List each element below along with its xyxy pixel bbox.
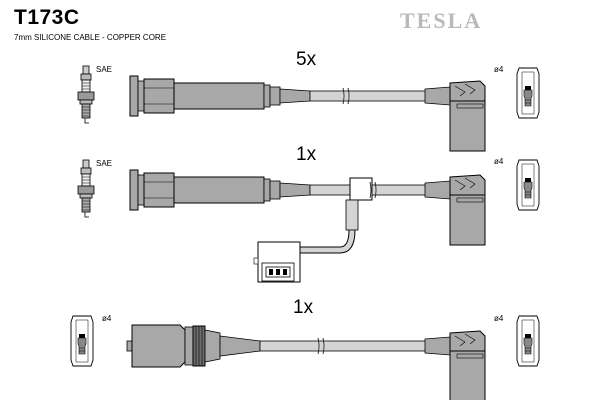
cable-icon [259,340,431,352]
junction-box-icon [349,177,373,201]
angled-boot-icon [424,174,486,246]
terminal-icon [516,159,540,211]
coil-boot-icon [126,324,261,368]
lead-row-1: SAE 5x ø4 [77,49,540,152]
lead-row-2: SAE 1x ø4 [77,144,540,283]
row-1-left-label: SAE [96,65,112,74]
row-3-left-label: ø4 [102,314,112,323]
terminal-icon [516,67,540,119]
lead-row-3: ø4 1x ø4 [70,297,540,400]
cable-icon [309,184,353,196]
row-2-left-label: SAE [96,159,112,168]
spark-plug-icon [77,159,95,218]
row-2-quantity: 1x [296,144,317,165]
angled-boot-icon [424,80,486,152]
cable-icon [309,90,431,102]
sensor-connector-icon [253,241,301,283]
terminal-icon [70,315,94,367]
spark-plug-icon [77,65,95,124]
sensor-cable-icon [300,200,356,254]
angled-boot-icon [424,330,486,400]
cable-icon [371,184,431,196]
row-1-right-label: ø4 [494,65,504,74]
cable-break-icon [342,87,350,105]
brand-logo: TESLA [400,8,483,33]
cable-break-icon [369,181,377,199]
sensor-cable-fill [300,200,355,253]
part-code: T173C [14,6,80,29]
cable-spec: 7mm SILICONE CABLE - COPPER CORE [14,33,167,42]
cable-break-icon [317,337,325,355]
row-3-quantity: 1x [293,297,314,318]
row-1-quantity: 5x [296,49,317,70]
sensor-cable-sleeve [345,199,359,231]
row-2-right-label: ø4 [494,157,504,166]
terminal-icon [516,315,540,367]
straight-boot-icon [129,169,311,211]
row-3-right-label: ø4 [494,314,504,323]
straight-boot-icon [129,75,311,117]
